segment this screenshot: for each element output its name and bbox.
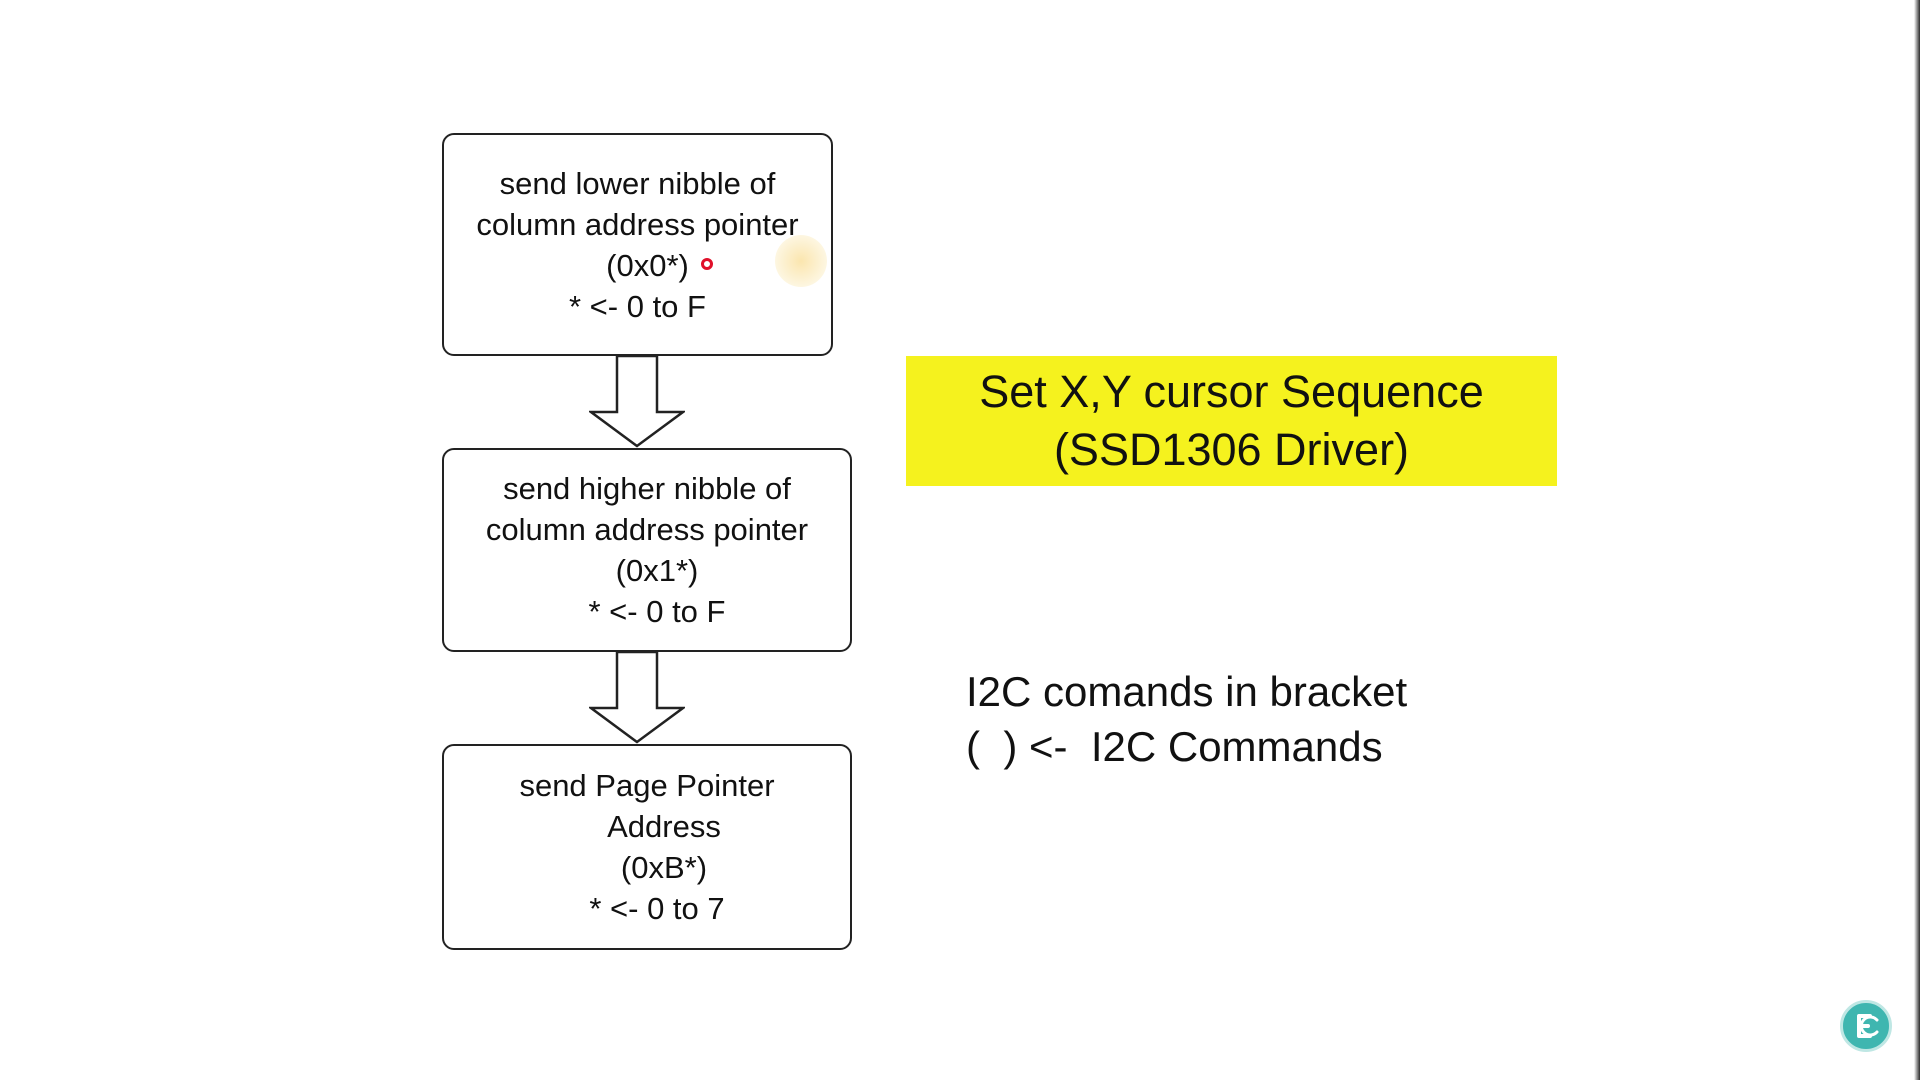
flow-step-lower-nibble: send lower nibble of column address poin…	[442, 133, 833, 356]
i2c-note: I2C comands in bracket ( ) <- I2C Comman…	[966, 664, 1407, 774]
note-line-1: I2C comands in bracket	[966, 668, 1408, 715]
step-2-range: * <- 0 to F	[588, 594, 726, 629]
channel-logo-icon	[1840, 1000, 1892, 1052]
step-3-line-2: Address	[607, 809, 721, 844]
title-line-2: (SSD1306 Driver)	[1053, 424, 1410, 475]
step-3-command: (0xB*)	[620, 850, 708, 885]
step-2-line-1: send higher nibble of	[503, 471, 791, 506]
note-line-2: ( ) <- I2C Commands	[966, 723, 1383, 770]
title-line-1: Set X,Y cursor Sequence	[979, 366, 1484, 417]
down-arrow-icon	[589, 652, 685, 744]
step-2-command: (0x1*)	[615, 553, 699, 588]
step-2-line-2: column address pointer	[485, 512, 809, 547]
step-1-range: * <- 0 to F	[569, 288, 706, 324]
cursor-dot-icon	[701, 258, 713, 270]
logo-glyph-icon	[1857, 1014, 1879, 1038]
flow-step-page-pointer: send Page Pointer Address (0xB*) * <- 0 …	[442, 744, 852, 950]
title-banner: Set X,Y cursor Sequence (SSD1306 Driver)	[906, 356, 1557, 486]
step-1-command: (0x0*)	[606, 247, 689, 283]
down-arrow-icon	[589, 356, 685, 448]
screen-edge	[1914, 0, 1920, 1080]
flow-step-higher-nibble: send higher nibble of column address poi…	[442, 448, 852, 652]
cursor-highlight	[775, 235, 827, 287]
step-1-line-2: column address pointer	[476, 206, 799, 242]
step-3-range: * <- 0 to 7	[589, 891, 725, 926]
step-1-line-1: send lower nibble of	[499, 165, 776, 201]
step-3-line-1: send Page Pointer	[519, 768, 775, 803]
